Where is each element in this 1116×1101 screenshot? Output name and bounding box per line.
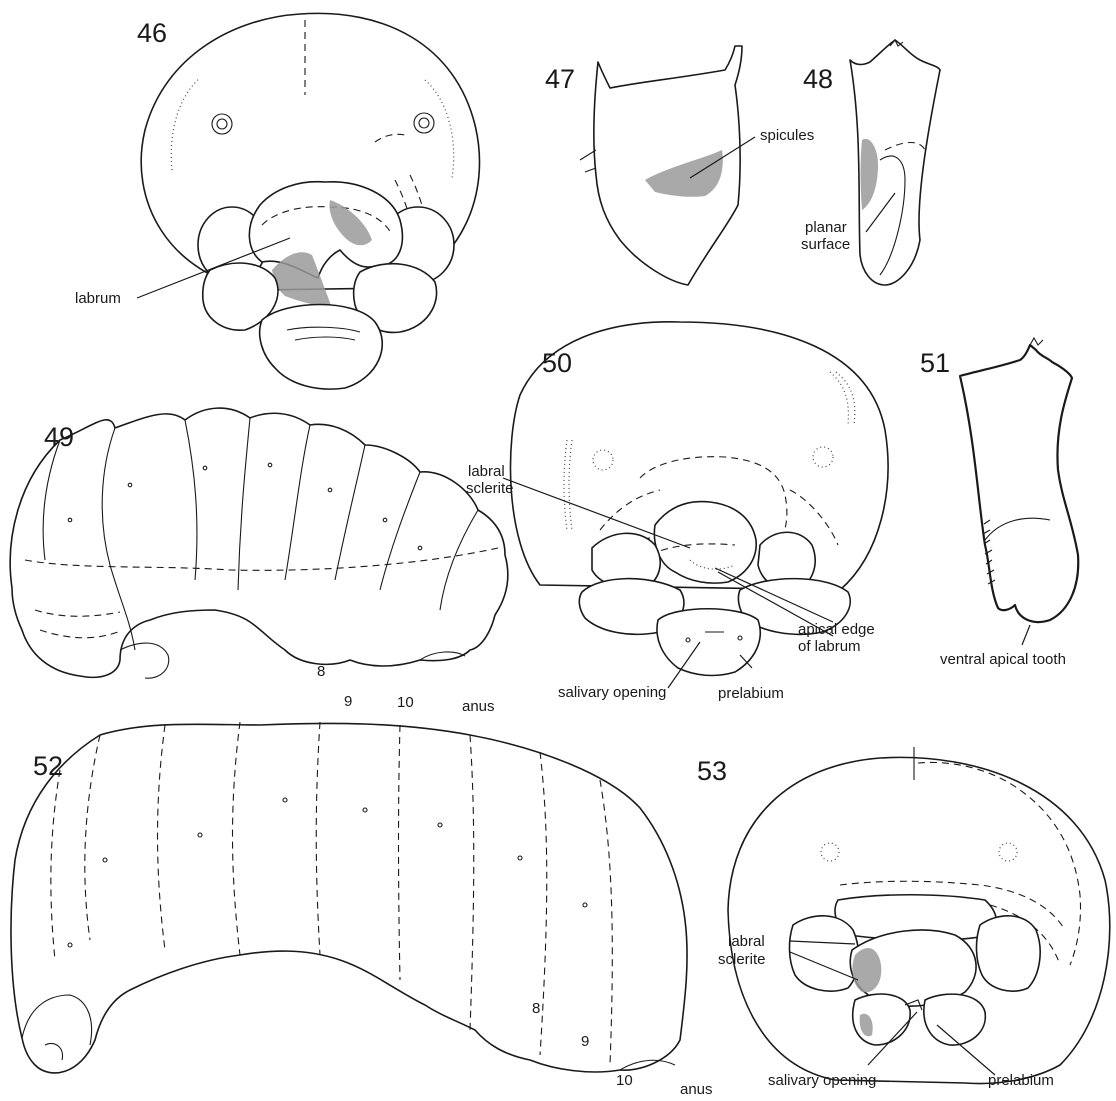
figure-53-label-sclerite: sclerite <box>718 951 766 968</box>
label-spicules: spicules <box>760 127 814 144</box>
figure-53-label-labral: labral <box>728 933 765 950</box>
figure-47-number: 47 <box>545 64 575 94</box>
figure-51-number: 51 <box>920 348 950 378</box>
figure-52-segment-10: 10 <box>616 1072 633 1089</box>
label-apical-edge: apical edge <box>798 621 875 638</box>
figure-50-number: 50 <box>542 348 572 378</box>
label-surface: surface <box>801 236 850 253</box>
label-planar: planar <box>805 219 847 236</box>
figure-49-segment-8: 8 <box>317 663 325 680</box>
label-of-labrum: of labrum <box>798 638 861 655</box>
figure-52-segment-8: 8 <box>532 1000 540 1017</box>
label-salivary-opening: salivary opening <box>558 684 666 701</box>
label-labral: labral <box>468 463 505 480</box>
figure-53-label-salivary-opening: salivary opening <box>768 1072 876 1089</box>
figure-52-number: 52 <box>33 751 63 781</box>
label-prelabium: prelabium <box>718 685 784 702</box>
label-sclerite: sclerite <box>466 480 514 497</box>
label-labrum: labrum <box>75 290 121 307</box>
figure-46-head-frontal <box>137 13 480 389</box>
figure-53-head-frontal <box>728 747 1110 1084</box>
figure-53-number: 53 <box>697 756 727 786</box>
figure-51-mandible <box>960 338 1078 645</box>
figure-48-number: 48 <box>803 64 833 94</box>
figure-49-larva-lateral <box>10 408 508 678</box>
figure-49-segment-9: 9 <box>344 693 352 710</box>
figure-49-segment-10: 10 <box>397 694 414 711</box>
figure-52-segment-9: 9 <box>581 1033 589 1050</box>
label-ventral-apical-tooth: ventral apical tooth <box>940 651 1066 668</box>
figure-47-mandible <box>580 46 755 285</box>
figure-52-anus: anus <box>680 1081 713 1098</box>
figure-46-number: 46 <box>137 18 167 48</box>
figure-53-label-prelabium: prelabium <box>988 1072 1054 1089</box>
figure-49-anus: anus <box>462 698 495 715</box>
figure-52-larva-lateral <box>11 722 687 1073</box>
figure-49-number: 49 <box>44 422 74 452</box>
figure-48-mandible <box>850 40 940 285</box>
